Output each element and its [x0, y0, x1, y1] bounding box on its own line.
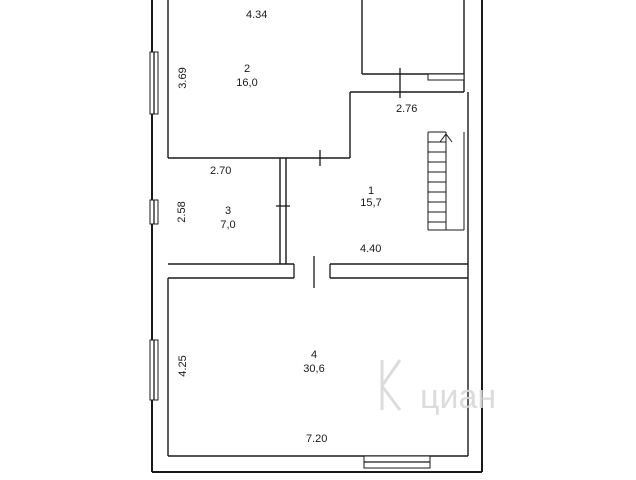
room-2-number: 2	[244, 63, 250, 75]
room-3-walls	[279, 158, 287, 264]
watermark: циан	[380, 359, 496, 416]
dim-room-4-height: 4.25	[177, 355, 189, 376]
room-2-area: 16,0	[236, 77, 257, 89]
room-4-area: 30,6	[303, 363, 324, 375]
room-2-walls	[167, 0, 464, 159]
dim-corridor-width: 2.76	[396, 103, 417, 115]
doors	[276, 68, 401, 288]
room-1-number: 1	[368, 185, 374, 197]
dim-room-1-width: 4.40	[360, 243, 381, 255]
watermark-text: циан	[420, 378, 496, 416]
dim-room-2-width: 4.34	[246, 9, 267, 21]
room-3-area: 7,0	[220, 219, 235, 231]
dim-room-3-width: 2.70	[210, 165, 231, 177]
dim-room-4-width: 7.20	[306, 433, 327, 445]
room-1-area: 15,7	[360, 197, 381, 209]
windows	[149, 51, 465, 469]
cian-k-logo-icon	[380, 359, 402, 411]
dim-room-3-height: 2.58	[176, 201, 188, 222]
dim-room-2-height: 3.69	[177, 67, 189, 88]
window-niche	[427, 73, 465, 81]
staircase	[427, 131, 465, 231]
room-3-number: 3	[225, 205, 231, 217]
room-4-number: 4	[311, 349, 317, 361]
